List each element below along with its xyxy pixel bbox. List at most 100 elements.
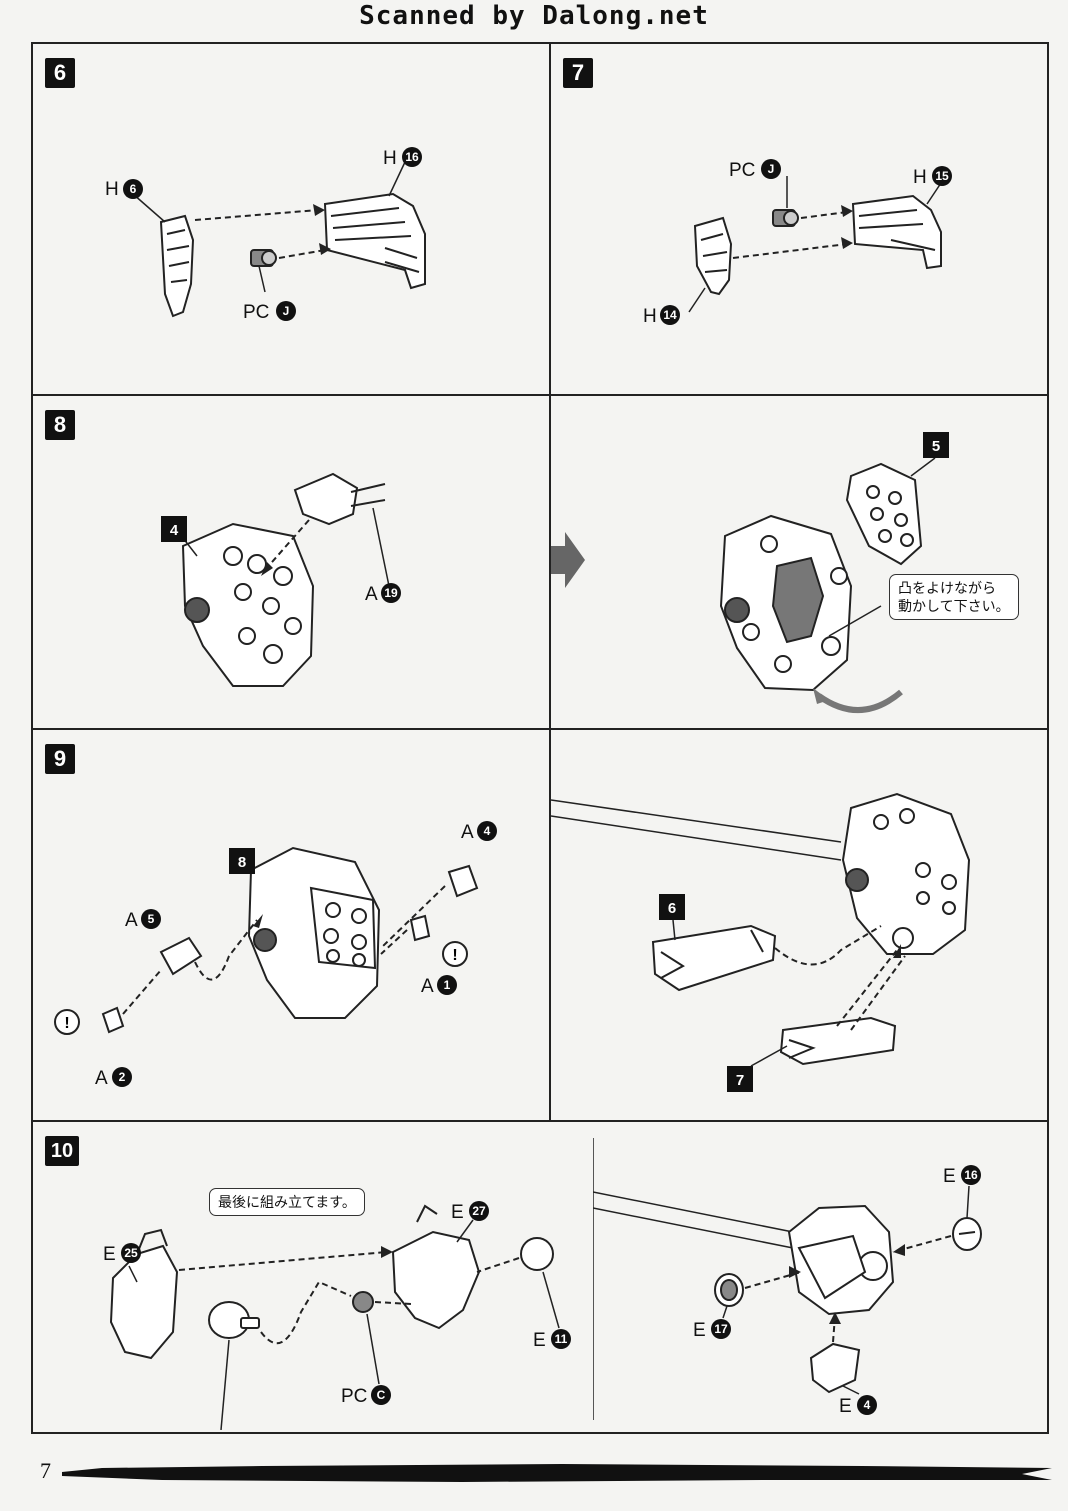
part-a4-illustration (447, 864, 479, 898)
step-6-diagram: H 6 H 16 PC J (105, 147, 426, 323)
caution-icon-2: ! (64, 1015, 69, 1032)
label-a5-number: 5 (148, 912, 155, 926)
footer-brush-stroke (62, 1464, 1052, 1482)
row-step-10: 10 (33, 1122, 1047, 1432)
part-e4-illustration (809, 1342, 861, 1394)
step-7-panel: 7 (551, 44, 1047, 394)
step-9-left-diagram: A 4 A 5 A 1 A 2 8 ! ! (54, 821, 497, 1089)
part-7-illustration (779, 1016, 897, 1066)
label-e25: E (103, 1244, 116, 1265)
label-a1-number: 1 (444, 978, 451, 992)
step-7-diagram: PC J H 15 H 14 (643, 159, 952, 327)
label-h14: H (643, 306, 657, 327)
torso-part-4-illustration (181, 522, 315, 687)
part-a2-illustration (101, 1006, 125, 1034)
label-h14-number: 14 (663, 308, 677, 322)
step-10-left-panel: 10 (33, 1122, 593, 1432)
scan-credit-header: Scanned by Dalong.net (359, 1, 709, 31)
label-e16-number: 16 (964, 1168, 978, 1182)
label-e27-number: 27 (472, 1204, 486, 1218)
label-e17: E (693, 1320, 706, 1341)
next-arrow-icon (551, 532, 585, 588)
part-e16-illustration (952, 1217, 982, 1251)
label-pc-j-7-number: J (768, 162, 775, 176)
part-a19-illustration (293, 472, 386, 526)
part-pc-c-illustration (352, 1291, 374, 1313)
part-e27-illustration (391, 1204, 481, 1330)
row-step-8: 8 4 A (33, 396, 1047, 730)
part-h6-illustration (159, 214, 195, 318)
label-a19: A (365, 584, 378, 605)
step-10-right-panel: E 16 E 17 E 4 (593, 1122, 1047, 1432)
label-h16: H (383, 148, 397, 169)
label-a19-number: 19 (384, 586, 398, 600)
step-8-right-panel: 5 凸をよけながら 動かして下さい。 (551, 396, 1047, 728)
part-e17-illustration (714, 1273, 744, 1307)
label-pc-c: PC (341, 1386, 367, 1407)
step-8-left-panel: 8 4 A (33, 396, 551, 728)
part-pc-j-illustration (250, 249, 277, 267)
row-step-9: 9 (33, 730, 1047, 1122)
step-6-panel: 6 (33, 44, 551, 394)
step-10-badge: 10 (45, 1136, 79, 1166)
step-8-left-diagram: 4 A 19 (161, 472, 401, 687)
label-e4-number: 4 (864, 1398, 871, 1412)
label-e11: E (533, 1330, 546, 1351)
step-10-note-callout: 最後に組み立てます。 (209, 1188, 365, 1216)
label-h15-number: 15 (935, 169, 949, 183)
rotate-arrow-icon (813, 688, 829, 704)
row-steps-6-7: 6 (33, 44, 1047, 396)
step-9-left-panel: 9 (33, 730, 551, 1120)
step-7-badge: 7 (563, 58, 593, 88)
label-e17-number: 17 (714, 1322, 728, 1336)
label-e27: E (451, 1202, 464, 1223)
part-a5-illustration (159, 936, 203, 976)
step-10-left-diagram: E 25 E 27 E 11 PC C E 2 + E 3 (103, 1201, 571, 1430)
label-a4-number: 4 (484, 824, 491, 838)
label-a2-number: 2 (119, 1070, 126, 1084)
ref-part-8: 8 (238, 854, 246, 871)
label-h6-number: 6 (130, 182, 137, 196)
caution-icon: ! (452, 947, 457, 964)
ref-part-5: 5 (932, 438, 940, 455)
part-h16-illustration (323, 192, 426, 290)
label-a4: A (461, 822, 474, 843)
part-e25-illustration (109, 1228, 179, 1360)
label-pc-j: PC (243, 302, 269, 323)
torso-part-9-illustration (841, 792, 971, 955)
label-h16-number: 16 (405, 150, 419, 164)
label-h15: H (913, 167, 927, 188)
step-8-badge: 8 (45, 410, 75, 440)
step-10-right-diagram: E 16 E 17 E 4 (593, 1138, 982, 1420)
page-number: 7 (40, 1458, 51, 1483)
ref-part-4: 4 (170, 522, 179, 539)
torso-assembled-illustration (719, 514, 853, 692)
step-9-right-panel: 6 7 (551, 730, 1047, 1120)
label-pc-j-number: J (283, 304, 290, 318)
label-e25-number: 25 (124, 1246, 138, 1260)
label-a2: A (95, 1068, 108, 1089)
step-8-note-callout: 凸をよけながら 動かして下さい。 (889, 574, 1019, 620)
step-8-right-diagram: 5 (551, 432, 949, 713)
instruction-sheet: 6 (31, 42, 1049, 1434)
part-pc-j-illustration-2 (772, 209, 799, 227)
label-e16: E (943, 1166, 956, 1187)
label-pc-c-number: C (377, 1388, 386, 1402)
step-9-badge: 9 (45, 744, 75, 774)
part-e2-e3-illustration (208, 1301, 260, 1339)
ref-part-7: 7 (736, 1072, 744, 1089)
label-a1: A (421, 976, 434, 997)
part-h14-illustration (693, 216, 733, 296)
step-9-right-diagram: 6 7 (551, 792, 971, 1092)
label-a5: A (125, 910, 138, 931)
part-h15-illustration (851, 194, 942, 270)
head-assembled-illustration (787, 1204, 895, 1316)
part-e11-illustration (520, 1237, 554, 1271)
label-h6: H (105, 179, 119, 200)
label-e11-number: 11 (555, 1332, 568, 1346)
part-6-illustration (651, 924, 777, 992)
part-5-illustration (845, 462, 923, 566)
label-e4: E (839, 1396, 852, 1417)
label-pc-j-7: PC (729, 160, 755, 181)
step-6-badge: 6 (45, 58, 75, 88)
